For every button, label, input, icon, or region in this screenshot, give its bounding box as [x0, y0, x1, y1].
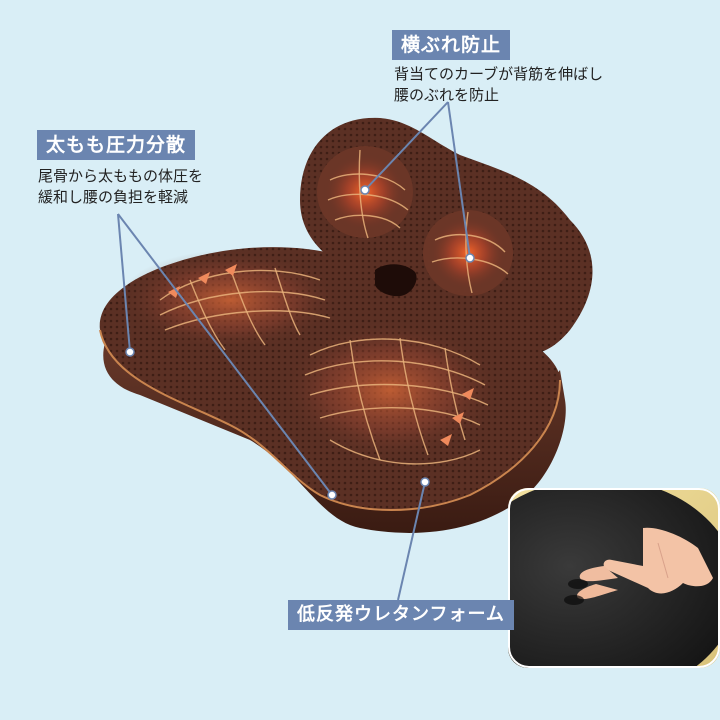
thigh-pressure-description: 尾骨から太ももの体圧を 緩和し腰の負担を軽減 [38, 166, 203, 208]
side-sway-line-1: 背当てのカーブが背筋を伸ばし [394, 65, 604, 83]
tailbone-cutout [375, 264, 417, 297]
side-sway-line-2: 腰のぶれを防止 [394, 86, 500, 104]
thigh-pressure-line-2: 緩和し腰の負担を軽減 [38, 188, 189, 206]
thigh-pressure-line-1: 尾骨から太ももの体圧を [38, 167, 204, 185]
side-sway-title: 横ぶれ防止 [392, 30, 511, 60]
foam-hand-press-photo [508, 488, 720, 668]
material-title: 低反発ウレタンフォーム [288, 600, 514, 630]
thigh-pressure-title: 太もも圧力分散 [37, 130, 196, 160]
side-sway-description: 背当てのカーブが背筋を伸ばし 腰のぶれを防止 [394, 64, 603, 106]
